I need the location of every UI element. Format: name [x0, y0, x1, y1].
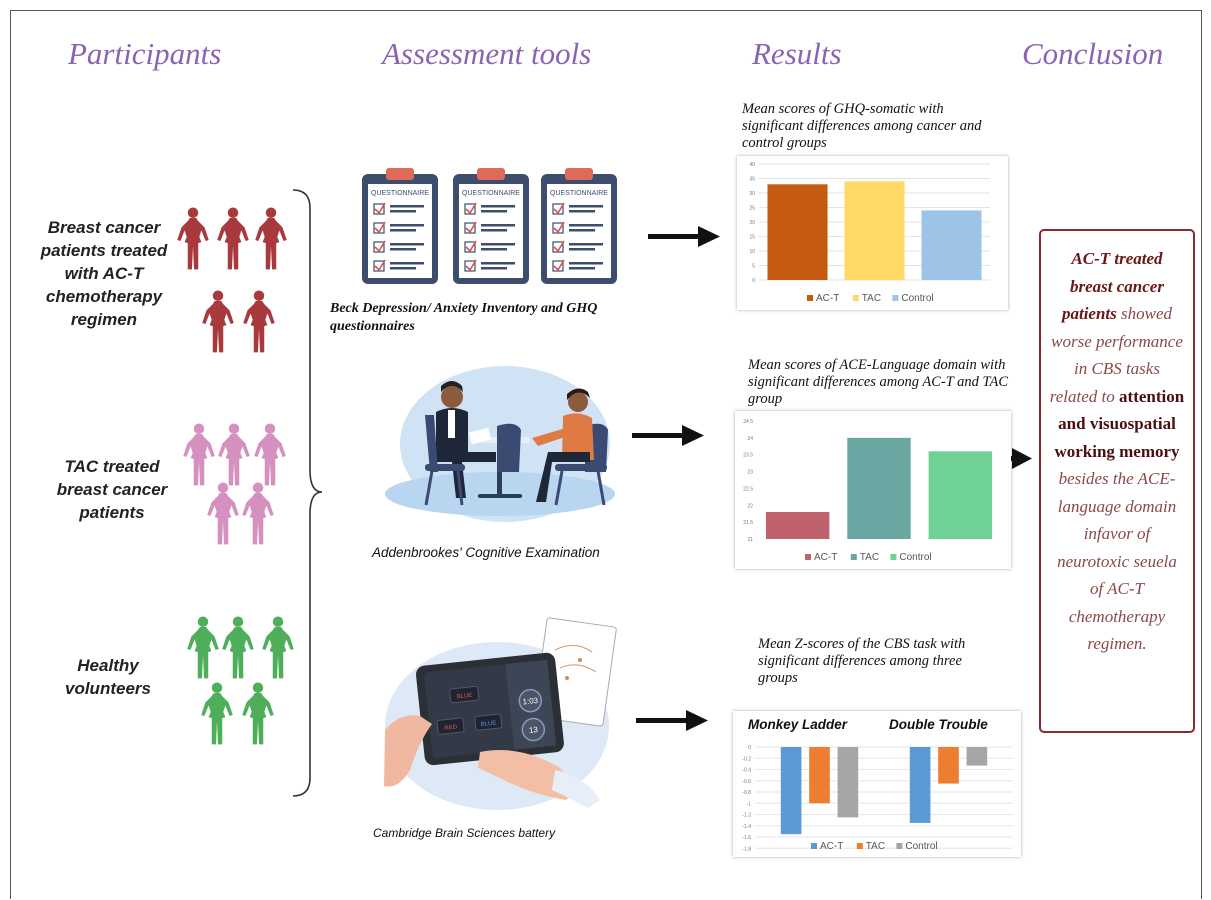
legend-label: AC-T	[816, 293, 839, 304]
conclusion-performance: showed worse performance in CBS tasks re…	[1049, 304, 1183, 406]
y-tick-label: 30	[749, 191, 755, 197]
legend-swatch	[896, 843, 903, 849]
y-tick-label: 22.5	[743, 486, 753, 492]
cbs-panel-title-double-trouble: Double Trouble	[889, 717, 988, 732]
group-label-act: Breast cancer patients treated with AC-T…	[40, 218, 168, 329]
y-tick-label: -0.4	[742, 768, 751, 774]
group-label-tac: TAC treated breast cancer patients	[56, 457, 168, 522]
legend-label: AC-T	[820, 841, 843, 852]
legend-swatch	[805, 554, 811, 560]
legend-swatch	[890, 554, 897, 560]
legend-swatch	[892, 295, 899, 301]
y-tick-label: 21	[747, 537, 753, 543]
y-tick-label: -1.2	[742, 813, 751, 819]
cbs-chart: 0 -0.2 -0.4 -0.6 -0.8 -1 -1.2 -1.4 -1.6 -1.8 AC-T T…	[742, 745, 1013, 852]
y-tick-label: 0	[748, 745, 751, 751]
cbs-label: Cambridge Brain Sciences battery	[373, 826, 556, 840]
ace-chart-title: Mean scores of ACE-Language domain with …	[748, 357, 1009, 407]
legend-swatch	[811, 843, 817, 849]
y-tick-label: 22	[747, 503, 753, 509]
y-tick-label: 24.5	[743, 419, 753, 425]
y-tick-label: -1	[747, 801, 752, 807]
y-tick-label: -0.8	[742, 790, 751, 796]
bar-tac	[844, 181, 905, 280]
y-tick-label: 21.5	[743, 520, 753, 526]
legend-swatch	[852, 295, 859, 301]
y-tick-label: -1.8	[742, 846, 751, 852]
legend-label: Control	[899, 552, 931, 563]
legend-label: Control	[905, 841, 937, 852]
legend-label: TAC	[862, 293, 881, 304]
cbs-chart-title: Mean Z-scores of the CBS task with signi…	[758, 636, 966, 686]
header-participants: Participants	[68, 36, 222, 71]
legend-swatch	[850, 554, 857, 560]
y-tick-label: 40	[749, 162, 755, 168]
legend-label: AC-T	[814, 552, 837, 563]
conclusion-box: AC-T treated breast cancer patients show…	[1039, 229, 1195, 733]
y-tick-label: -0.6	[742, 779, 751, 785]
y-tick-label: -1.4	[742, 824, 751, 830]
legend-swatch	[856, 843, 863, 849]
conclusion-attention: attention and visuospatial working memor…	[1054, 386, 1185, 461]
legend-label: Control	[901, 293, 933, 304]
y-tick-label: 15	[749, 235, 755, 241]
y-tick-label: -1.6	[742, 835, 751, 841]
legend-label: TAC	[866, 841, 885, 852]
bar-control	[921, 210, 982, 280]
y-tick-label: 20	[749, 220, 755, 226]
y-tick-label: 10	[749, 249, 755, 255]
conclusion-patients: AC-T treated breast cancer patients	[1061, 249, 1164, 323]
y-tick-label: -0.2	[742, 756, 751, 762]
header-assessment-tools: Assessment tools	[382, 36, 592, 71]
y-tick-label: 25	[749, 206, 755, 212]
legend-swatch	[807, 295, 813, 301]
group-label-healthy: Healthy volunteers	[65, 656, 151, 698]
bar-tac	[809, 747, 830, 804]
bar-control	[928, 451, 993, 539]
ace-chart: 21 21.5 22 22.5 23 23.5 24 24.5AC-T TAC Control	[743, 419, 993, 563]
cbs-panel-title-monkey-ladder: Monkey Ladder	[748, 717, 848, 732]
legend-label: TAC	[860, 552, 879, 563]
bar-control	[837, 747, 859, 818]
header-conclusion: Conclusion	[1022, 36, 1164, 71]
bar-tac	[938, 747, 959, 784]
questionnaire-label: Beck Depression/ Anxiety Inventory and G…	[330, 301, 598, 334]
conclusion-rest: besides the ACE-language domain infavor …	[1057, 469, 1177, 653]
y-tick-label: 24	[747, 436, 753, 442]
y-tick-label: 23.5	[743, 453, 753, 459]
y-tick-label: 35	[749, 177, 755, 183]
y-tick-label: 5	[752, 264, 755, 270]
bar-act	[780, 747, 802, 835]
y-tick-label: 0	[752, 278, 755, 284]
ghq-chart-title: Mean scores of GHQ-somatic with signific…	[742, 101, 982, 151]
bar-control	[966, 747, 988, 766]
bar-act	[765, 512, 830, 539]
y-tick-label: 23	[747, 470, 753, 476]
ace-label: Addenbrookes' Cognitive Examination	[372, 545, 600, 560]
cbs-chart-box: 0 -0.2 -0.4 -0.6 -0.8 -1 -1.2 -1.4 -1.6 -1.8 AC-T T…	[733, 711, 1021, 857]
bar-act	[909, 747, 931, 823]
header-results: Results	[752, 36, 842, 71]
figure-frame	[10, 10, 1202, 899]
bar-tac	[847, 437, 911, 539]
bar-act	[767, 184, 828, 280]
